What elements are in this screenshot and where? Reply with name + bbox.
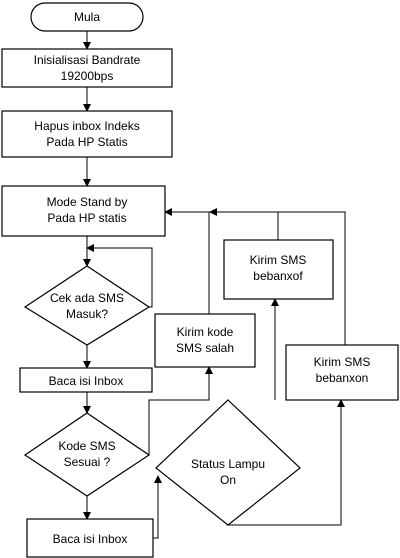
decision-code-match: Kode SMS Sesuai ? bbox=[23, 412, 151, 497]
init-baudrate-line1: Inisialisasi Bandrate bbox=[34, 53, 141, 67]
process-send-wrong-code: Kirim kode SMS salah bbox=[154, 313, 256, 368]
arrow-bebanxof-to-standby bbox=[209, 208, 279, 240]
process-standby: Mode Stand by Pada HP statis bbox=[1, 185, 166, 237]
process-read-inbox-1: Baca isi Inbox bbox=[19, 367, 153, 393]
process-init-baudrate: Inisialisasi Bandrate 19200bps bbox=[1, 48, 173, 88]
arrow-read2-to-lamp bbox=[153, 475, 162, 539]
check-sms-line1: Cek ada SMS bbox=[50, 291, 124, 305]
read-inbox-2-label: Baca isi Inbox bbox=[53, 532, 128, 546]
standby-line1: Mode Stand by bbox=[47, 195, 128, 209]
arrow-wrong-to-standby bbox=[164, 208, 210, 314]
check-sms-line2: Masuk? bbox=[66, 307, 108, 321]
lamp-status-line2: On bbox=[220, 473, 236, 487]
delete-inbox-line1: Hapus inbox Indeks bbox=[34, 119, 139, 133]
send-wrong-code-line2: SMS salah bbox=[176, 341, 234, 355]
decision-lamp-status: Status Lampu On bbox=[155, 399, 301, 526]
send-bebanxon-line1: Kirim SMS bbox=[314, 355, 371, 369]
arrow-code-no-to-wrong bbox=[148, 366, 213, 455]
arrow-check-no-loop bbox=[86, 244, 153, 308]
code-match-line2: Sesuai ? bbox=[64, 455, 111, 469]
start-label: Mula bbox=[74, 10, 100, 24]
send-bebanxof-line1: Kirim SMS bbox=[250, 253, 307, 267]
delete-inbox-line2: Pada HP Statis bbox=[46, 135, 127, 149]
lamp-status-line1: Status Lampu bbox=[191, 457, 265, 471]
process-send-bebanxof: Kirim SMS bebanxof bbox=[223, 239, 334, 300]
read-inbox-1-label: Baca isi Inbox bbox=[49, 374, 124, 388]
init-baudrate-line2: 19200bps bbox=[61, 69, 114, 83]
send-wrong-code-line1: Kirim kode bbox=[177, 325, 234, 339]
standby-line2: Pada HP statis bbox=[47, 211, 126, 225]
start-terminator: Mula bbox=[30, 2, 144, 32]
send-bebanxof-line2: bebanxof bbox=[253, 269, 303, 283]
connectors bbox=[83, 31, 346, 539]
process-send-bebanxon: Kirim SMS bebanxon bbox=[285, 344, 399, 401]
process-delete-inbox: Hapus inbox Indeks Pada HP Statis bbox=[1, 110, 173, 158]
code-match-line1: Kode SMS bbox=[58, 439, 115, 453]
decision-check-sms: Cek ada SMS Masuk? bbox=[23, 265, 151, 346]
arrow-bebanxon-to-standby bbox=[278, 211, 346, 345]
process-read-inbox-2: Baca isi Inbox bbox=[26, 518, 154, 558]
send-bebanxon-line2: bebanxon bbox=[316, 371, 369, 385]
